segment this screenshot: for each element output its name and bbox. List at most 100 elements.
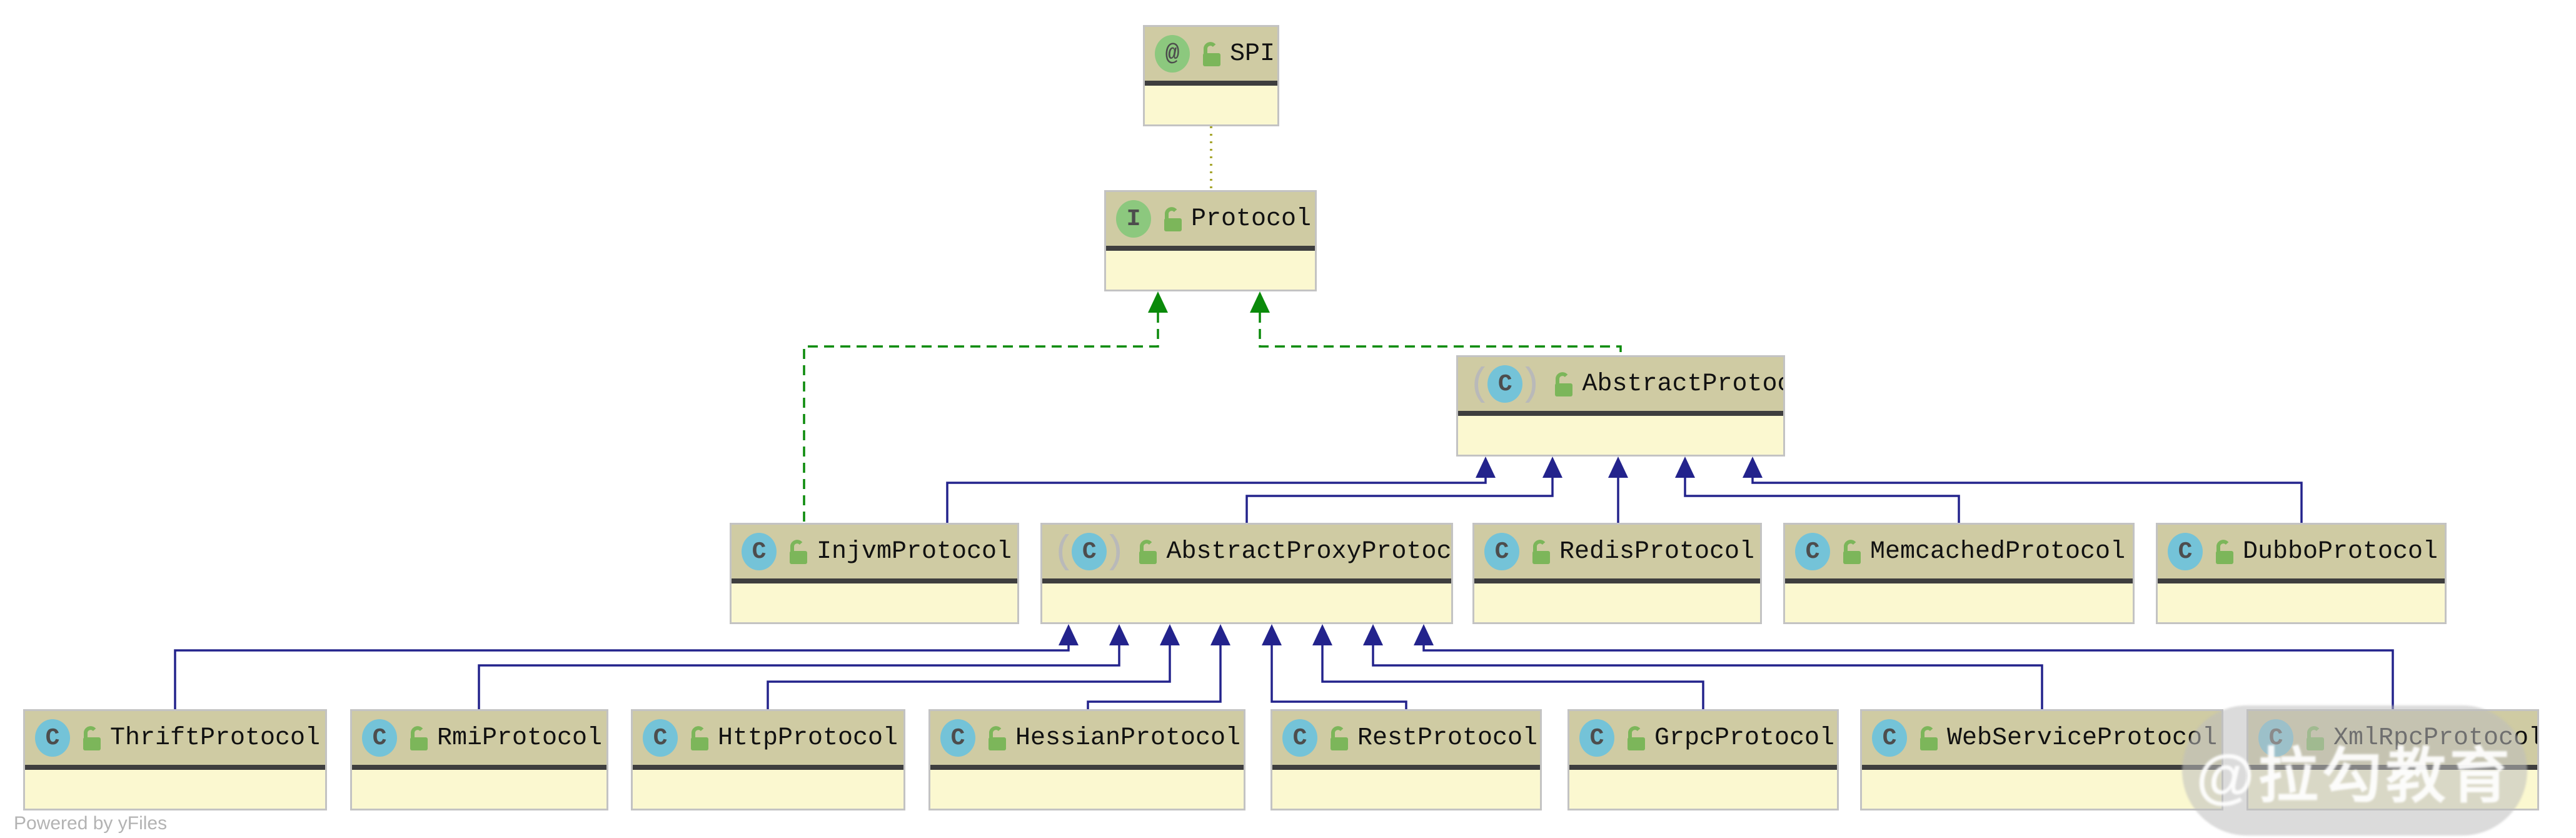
class-name-label: AbstractProtocol — [1582, 370, 1783, 398]
class-node-thriftprotocol[interactable]: C ThriftProtocol — [23, 709, 327, 810]
abstract-icon: C — [1468, 362, 1542, 406]
class-icon: C — [35, 719, 70, 757]
open-lock-icon — [1628, 726, 1645, 750]
node-body — [25, 770, 325, 809]
node-body — [1569, 770, 1837, 809]
type-glyph: C — [1795, 533, 1830, 570]
node-divider — [1106, 246, 1315, 251]
open-lock-icon — [2216, 540, 2233, 564]
node-header: @ SPI — [1145, 27, 1277, 81]
class-icon: C — [1484, 533, 1519, 570]
open-lock-icon — [83, 726, 101, 750]
class-node-dubboprotocol[interactable]: C DubboProtocol — [2156, 523, 2447, 624]
watermark-text: @拉勾教育 — [2196, 742, 2513, 810]
class-icon: C — [1282, 719, 1317, 757]
class-icon: C — [742, 533, 777, 570]
class-node-webserviceprotocol[interactable]: C WebServiceProtocol — [1860, 709, 2223, 810]
open-lock-icon — [1920, 726, 1938, 750]
class-name-label: MemcachedProtocol — [1870, 537, 2126, 566]
class-node-grpcprotocol[interactable]: C GrpcProtocol — [1567, 709, 1839, 810]
open-lock-icon — [1164, 207, 1182, 231]
open-lock-icon — [790, 540, 807, 564]
node-header: I Protocol — [1106, 192, 1315, 246]
class-name-label: InjvmProtocol — [817, 537, 1012, 566]
watermark-badge: @拉勾教育 — [2182, 705, 2527, 835]
node-divider — [1569, 765, 1837, 770]
type-glyph: @ — [1155, 35, 1190, 73]
node-divider — [1474, 578, 1760, 583]
node-header: C RmiProtocol — [352, 711, 606, 765]
node-body — [1106, 251, 1315, 290]
node-body — [633, 770, 903, 809]
class-icon: C — [1872, 719, 1907, 757]
type-glyph: C — [1579, 719, 1614, 757]
node-body — [1042, 583, 1451, 622]
node-divider — [352, 765, 606, 770]
type-glyph: C — [742, 533, 777, 570]
class-name-label: HessianProtocol — [1015, 724, 1241, 752]
node-header: C GrpcProtocol — [1569, 711, 1837, 765]
node-body — [930, 770, 1244, 809]
class-node-redisprotocol[interactable]: C RedisProtocol — [1472, 523, 1762, 624]
powered-by-yfiles-link[interactable]: Powered by yFiles — [14, 813, 168, 834]
class-node-abstractproxyprotocol[interactable]: C AbstractProxyProtocol — [1040, 523, 1453, 624]
node-body — [1145, 86, 1277, 124]
node-header: C MemcachedProtocol — [1785, 525, 2133, 578]
node-body — [1272, 770, 1540, 809]
class-icon: C — [643, 719, 678, 757]
class-name-label: AbstractProxyProtocol — [1166, 537, 1451, 566]
class-node-httpprotocol[interactable]: C HttpProtocol — [631, 709, 905, 810]
class-icon: C — [2168, 533, 2203, 570]
node-body — [1474, 583, 1760, 622]
class-name-label: GrpcProtocol — [1654, 724, 1835, 752]
node-divider — [1042, 578, 1451, 583]
abstract-icon: C — [1052, 530, 1126, 574]
node-header: C RedisProtocol — [1474, 525, 1760, 578]
node-header: C AbstractProtocol — [1458, 357, 1783, 411]
class-icon: C — [1795, 533, 1830, 570]
open-lock-icon — [1139, 540, 1157, 564]
class-node-hessianprotocol[interactable]: C HessianProtocol — [928, 709, 1245, 810]
node-header: C InjvmProtocol — [732, 525, 1017, 578]
class-node-abstractprotocol[interactable]: C AbstractProtocol — [1456, 355, 1785, 457]
annotation-icon: @ — [1155, 35, 1190, 73]
node-header: C WebServiceProtocol — [1862, 711, 2221, 765]
type-glyph: C — [1484, 533, 1519, 570]
class-name-label: SPI — [1230, 39, 1275, 68]
type-glyph: C — [35, 719, 70, 757]
node-divider — [930, 765, 1244, 770]
node-divider — [1272, 765, 1540, 770]
node-header: C ThriftProtocol — [25, 711, 325, 765]
type-glyph: C — [362, 719, 397, 757]
class-name-label: RestProtocol — [1357, 724, 1538, 752]
class-node-spi[interactable]: @ SPI — [1143, 25, 1279, 126]
node-header: C DubboProtocol — [2158, 525, 2445, 578]
node-body — [732, 583, 1017, 622]
type-glyph: C — [1872, 719, 1907, 757]
class-node-protocol[interactable]: I Protocol — [1104, 190, 1317, 291]
type-glyph: I — [1116, 200, 1151, 238]
node-divider — [1785, 578, 2133, 583]
node-header: C HttpProtocol — [633, 711, 903, 765]
open-lock-icon — [1532, 540, 1550, 564]
open-lock-icon — [989, 726, 1006, 750]
class-icon: C — [940, 719, 975, 757]
type-glyph: C — [1487, 365, 1523, 403]
class-node-restprotocol[interactable]: C RestProtocol — [1270, 709, 1542, 810]
interface-icon: I — [1116, 200, 1151, 238]
class-icon: C — [1579, 719, 1614, 757]
class-name-label: DubboProtocol — [2243, 537, 2438, 566]
node-divider — [732, 578, 1017, 583]
type-glyph: C — [1282, 719, 1317, 757]
class-name-label: RedisProtocol — [1559, 537, 1755, 566]
class-node-memcachedprotocol[interactable]: C MemcachedProtocol — [1783, 523, 2135, 624]
node-divider — [2158, 578, 2445, 583]
class-node-rmiprotocol[interactable]: C RmiProtocol — [350, 709, 608, 810]
class-node-injvmprotocol[interactable]: C InjvmProtocol — [730, 523, 1019, 624]
node-header: C AbstractProxyProtocol — [1042, 525, 1451, 578]
class-name-label: HttpProtocol — [718, 724, 898, 752]
type-glyph: C — [1072, 533, 1107, 570]
type-glyph: C — [940, 719, 975, 757]
class-name-label: RmiProtocol — [437, 724, 603, 752]
node-divider — [633, 765, 903, 770]
